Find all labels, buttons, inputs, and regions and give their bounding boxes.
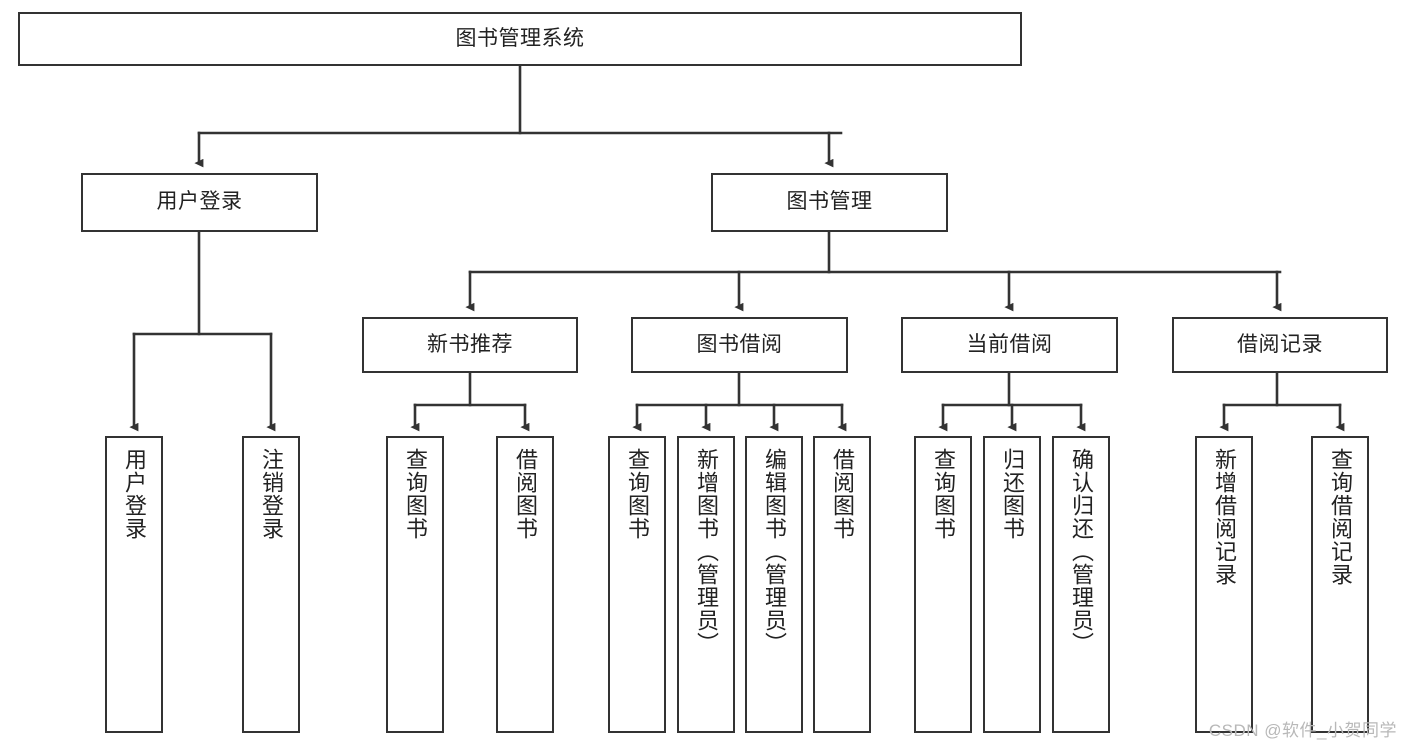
node-label: 用户登录 — [121, 448, 147, 540]
leaf-book-borrow-query-book[interactable]: 查询图书 — [608, 436, 666, 733]
leaf-new-book-borrow-book[interactable]: 借阅图书 — [496, 436, 554, 733]
leaf-book-borrow-edit-book-admin[interactable]: 编辑图书（管理员） — [745, 436, 803, 733]
leaf-borrow-record-query-record[interactable]: 查询借阅记录 — [1311, 436, 1369, 733]
node-label: 图书管理 — [786, 190, 873, 214]
node-label: 新增图书（管理员） — [693, 448, 719, 655]
node-label: 查询图书 — [930, 448, 956, 540]
node-label: 查询图书 — [624, 448, 650, 540]
node-label: 图书管理系统 — [455, 26, 585, 50]
node-label: 确认归还（管理员） — [1068, 448, 1094, 655]
leaf-current-borrow-confirm-return-admin[interactable]: 确认归还（管理员） — [1052, 436, 1110, 733]
leaf-book-borrow-add-book-admin[interactable]: 新增图书（管理员） — [677, 436, 735, 733]
node-label: 图书借阅 — [696, 332, 783, 356]
leaf-current-borrow-return-book[interactable]: 归还图书 — [983, 436, 1041, 733]
leaf-user-login-login[interactable]: 用户登录 — [105, 436, 163, 733]
node-root-book-management-system[interactable]: 图书管理系统 — [18, 12, 1022, 66]
node-label: 新书推荐 — [427, 332, 513, 356]
node-label: 注销登录 — [258, 448, 284, 540]
node-label: 借阅图书 — [829, 448, 855, 540]
leaf-new-book-query-book[interactable]: 查询图书 — [386, 436, 444, 733]
leaf-borrow-record-add-record[interactable]: 新增借阅记录 — [1195, 436, 1253, 733]
node-book-borrow[interactable]: 图书借阅 — [631, 317, 848, 373]
node-label: 借阅记录 — [1237, 332, 1323, 356]
node-borrow-record[interactable]: 借阅记录 — [1172, 317, 1388, 373]
leaf-current-borrow-query-book[interactable]: 查询图书 — [914, 436, 972, 733]
node-label: 新增借阅记录 — [1211, 448, 1237, 586]
watermark-text: CSDN @软件_小贺同学 — [1208, 721, 1397, 740]
leaf-user-login-logout[interactable]: 注销登录 — [242, 436, 300, 733]
node-label: 查询图书 — [402, 448, 428, 540]
node-book-management[interactable]: 图书管理 — [711, 173, 948, 232]
node-label: 当前借阅 — [966, 332, 1053, 356]
node-label: 查询借阅记录 — [1327, 448, 1353, 586]
node-current-borrow[interactable]: 当前借阅 — [901, 317, 1118, 373]
node-label: 归还图书 — [999, 448, 1025, 540]
node-label: 编辑图书（管理员） — [761, 448, 787, 655]
node-user-login[interactable]: 用户登录 — [81, 173, 318, 232]
node-new-book-recommend[interactable]: 新书推荐 — [362, 317, 578, 373]
node-label: 借阅图书 — [512, 448, 538, 540]
leaf-book-borrow-borrow-book[interactable]: 借阅图书 — [813, 436, 871, 733]
node-label: 用户登录 — [156, 190, 243, 214]
